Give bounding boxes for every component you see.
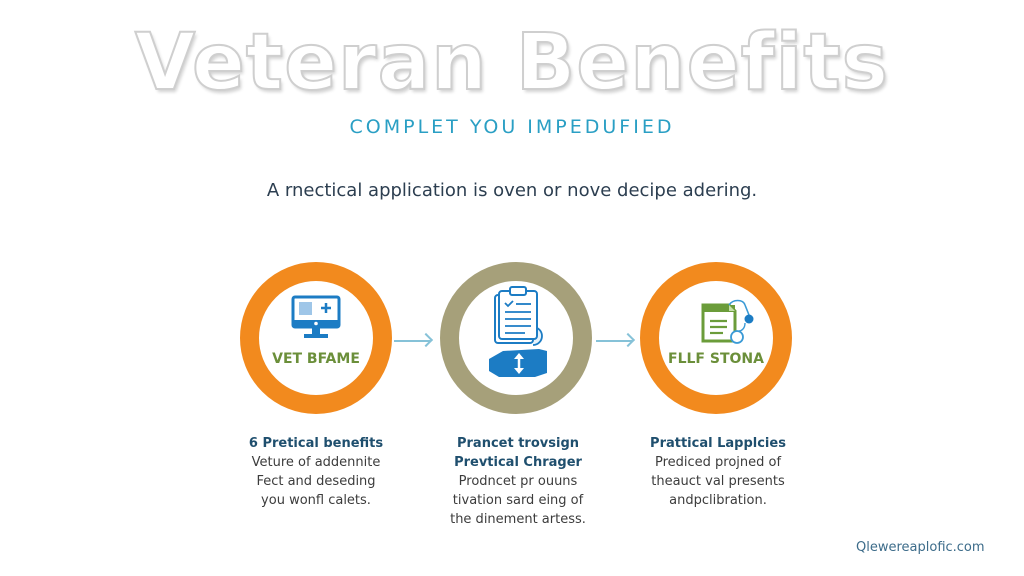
clipboard-handshake-icon (489, 285, 555, 385)
step-1-heading: 6 Pretical benefits (248, 436, 384, 451)
step-3-ring: FLLF STONA (640, 262, 792, 414)
step-1-caption: 6 Pretical benefits Veture of addennite … (216, 434, 416, 510)
step-2-heading: Prancet trovsign (456, 436, 579, 451)
step-3-body-line: andpclibration. (669, 493, 767, 508)
step-1-body-line: you wonfl calets. (261, 493, 371, 508)
step-2-caption: Prancet trovsign Prevtical Chrager Prodn… (418, 434, 618, 529)
arrow-right-icon (596, 340, 632, 342)
step-2-body-line: the dinement artess. (450, 512, 586, 527)
step-3-body-line: theauct val presents (651, 474, 785, 489)
subtitle: COMPLET YOU IMPEDUFIED (349, 116, 675, 138)
step-1-ring-label: VET BFAME (272, 351, 360, 367)
step-2-body-line: tivation sard eing of (452, 493, 584, 508)
step-2-heading: Prevtical Chrager (454, 455, 582, 470)
step-1-body-line: Fect and deseding (256, 474, 376, 489)
step-1-body-line: Veture of addennite (251, 455, 381, 470)
step-3-caption: Prattical Lapplcies Prediced projned of … (618, 434, 818, 510)
page-title: Veteran Benefits (134, 17, 890, 109)
step-2-ring (440, 262, 592, 414)
arrow-right-icon (394, 340, 430, 342)
step-1-ring: VET BFAME (240, 262, 392, 414)
document-stethoscope-icon (701, 299, 757, 347)
step-3-ring-label: FLLF STONA (668, 351, 764, 367)
computer-monitor-icon (291, 295, 341, 341)
step-3-body-line: Prediced projned of (654, 455, 782, 470)
tagline: A rnectical application is oven or nove … (266, 180, 758, 201)
footer-website: Qlewereaplofic.com (856, 540, 985, 555)
step-2-body-line: Prodncet pr ouuns (458, 474, 578, 489)
step-3-heading: Prattical Lapplcies (650, 436, 786, 451)
